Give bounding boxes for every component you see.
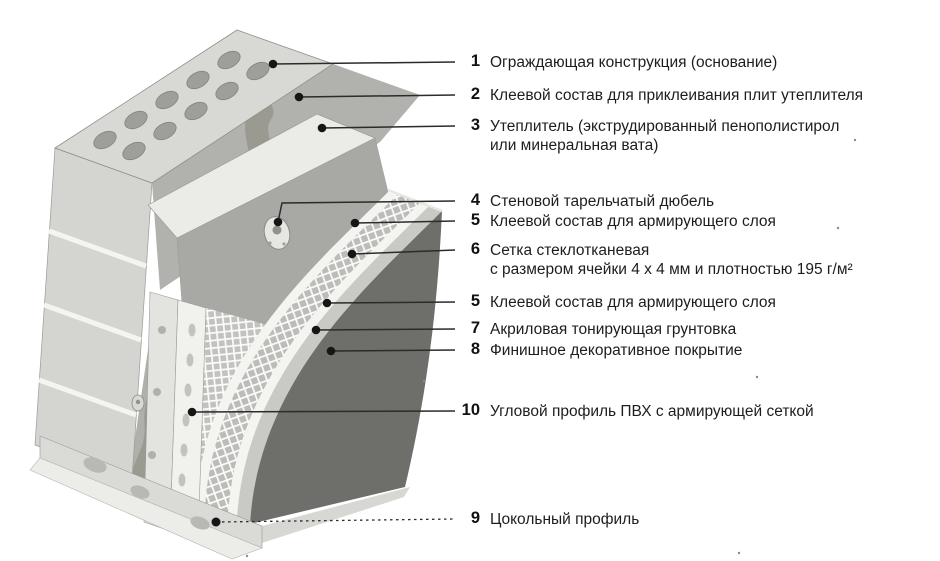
callout-text: Финишное декоративное покрытие xyxy=(490,342,743,359)
finish-coat-layer xyxy=(250,211,442,524)
callout-number: 4 xyxy=(470,191,480,209)
callout-number: 5 xyxy=(470,211,480,229)
paper-specks xyxy=(245,138,857,558)
leader-dots xyxy=(187,59,360,527)
callout-number: 8 xyxy=(470,340,480,358)
callout-number: 1 xyxy=(470,52,480,70)
callout-text: Утеплитель (экструдированный пенополисти… xyxy=(490,118,840,154)
callout-text: Стеновой тарельчатый дюбель xyxy=(490,193,715,210)
callout-text: Клеевой состав для армирующего слоя xyxy=(490,213,776,230)
callout-text: Угловой профиль ПВХ с армирующей сеткой xyxy=(490,403,814,420)
callout-number: 9 xyxy=(470,509,480,527)
callout-text: Ограждающая конструкция (основание) xyxy=(490,54,778,71)
callout-number: 6 xyxy=(470,240,480,258)
callout-text: Клеевой состав для приклеивания плит уте… xyxy=(490,87,864,104)
callout-number: 5 xyxy=(470,292,480,310)
callout-text: Акриловая тонирующая грунтовка xyxy=(490,321,737,338)
callout-number: 3 xyxy=(470,116,480,134)
callout-text: Сетка стеклотканевая с размером ячейки 4… xyxy=(490,242,853,278)
plate-dowel xyxy=(131,216,291,412)
base-profile xyxy=(29,435,410,560)
callout-text: Клеевой состав для армирующего слоя xyxy=(490,294,776,311)
leader-lines xyxy=(191,61,456,523)
block-perforations xyxy=(93,50,270,161)
render-layers xyxy=(196,188,443,524)
callout-number: 7 xyxy=(470,319,480,337)
corner-profile xyxy=(143,291,207,541)
callout-number: 10 xyxy=(461,401,480,419)
callout-text: Цокольный профиль xyxy=(490,511,640,528)
callout-number: 2 xyxy=(470,85,480,103)
